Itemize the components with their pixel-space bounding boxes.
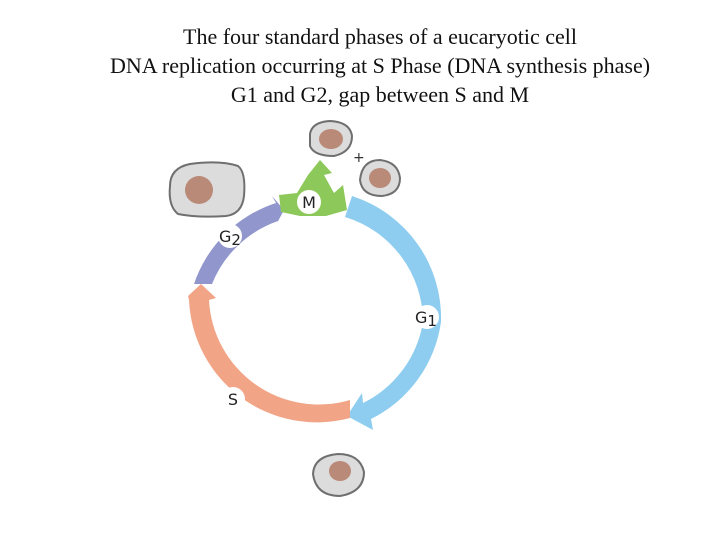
title-line-2: DNA replication occurring at S Phase (DN… xyxy=(109,53,651,78)
g2-phase-label: G2 xyxy=(219,227,241,249)
s-phase-marker: S xyxy=(221,387,245,411)
large-cell-g2 xyxy=(168,161,246,218)
m-phase-label: M xyxy=(302,193,316,212)
g2-phase-marker: G2 xyxy=(218,224,242,249)
g1-phase-arrow xyxy=(345,196,442,430)
m-phase-arrow xyxy=(279,160,347,216)
title-line-1: The four standard phases of a eucaryotic… xyxy=(183,24,577,49)
daughter-cell-right xyxy=(358,158,402,198)
daughter-cell-top xyxy=(309,119,354,158)
g1-phase-marker: G1 xyxy=(415,305,439,330)
cell-bottom xyxy=(311,452,366,498)
title-block: The four standard phases of a eucaryotic… xyxy=(0,22,720,109)
m-phase-marker: M xyxy=(297,190,321,214)
division-plus-sign: + xyxy=(353,150,365,166)
s-phase-label: S xyxy=(228,390,238,409)
g1-phase-label: G1 xyxy=(415,308,437,330)
s-phase-arrow xyxy=(188,284,350,423)
title-line-3: G1 and G2, gap between S and M xyxy=(230,82,530,107)
